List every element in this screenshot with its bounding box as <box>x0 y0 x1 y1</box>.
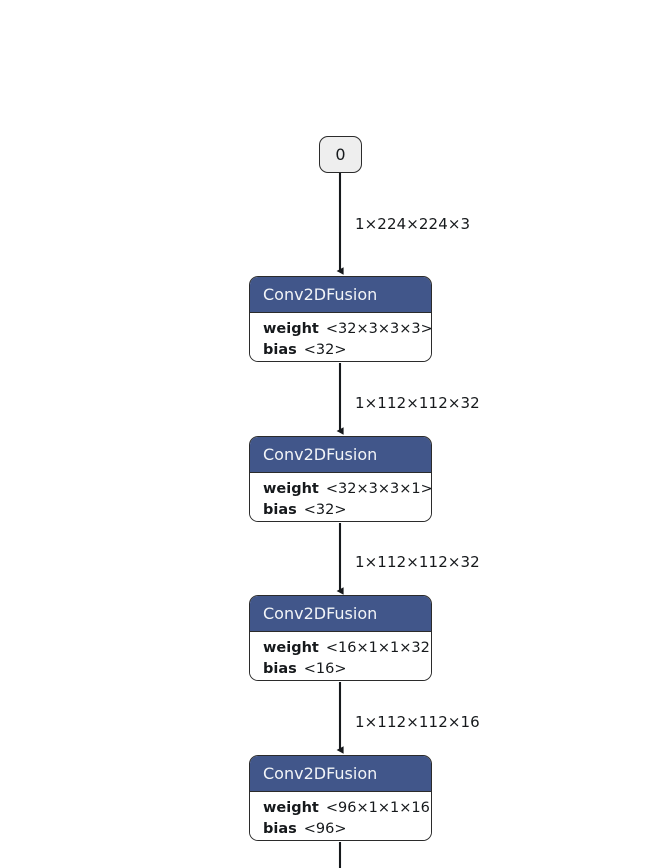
edge-label-4: 1×112×112×16 <box>355 713 480 731</box>
edge-label-3: 1×112×112×32 <box>355 553 480 571</box>
op-node-conv2dfusion-3[interactable]: Conv2DFusion weight <16×1×1×32> bias <16… <box>249 595 432 681</box>
attribute-name: bias <box>263 661 297 677</box>
attribute-name: bias <box>263 502 297 518</box>
op-node-title: Conv2DFusion <box>263 444 378 464</box>
op-node-body: weight <96×1×1×16> bias <96> <box>250 792 431 840</box>
attribute-row: bias <96> <box>263 819 419 840</box>
op-node-header: Conv2DFusion <box>250 437 431 473</box>
attribute-value: <32×3×3×3> <box>325 321 432 337</box>
op-node-conv2dfusion-4[interactable]: Conv2DFusion weight <96×1×1×16> bias <96… <box>249 755 432 841</box>
attribute-row: weight <96×1×1×16> <box>263 798 431 819</box>
op-node-conv2dfusion-1[interactable]: Conv2DFusion weight <32×3×3×3> bias <32> <box>249 276 432 362</box>
attribute-name: weight <box>263 321 319 337</box>
attribute-row: bias <32> <box>263 340 419 361</box>
attribute-name: weight <box>263 640 319 656</box>
op-node-title: Conv2DFusion <box>263 603 378 623</box>
attribute-name: weight <box>263 800 319 816</box>
attribute-name: bias <box>263 821 297 837</box>
attribute-value: <32> <box>303 342 347 358</box>
attribute-value: <96×1×1×16> <box>325 800 432 816</box>
op-node-body: weight <32×3×3×3> bias <32> <box>250 313 431 361</box>
attribute-value: <32×3×3×1> <box>325 481 432 497</box>
attribute-name: weight <box>263 481 319 497</box>
op-node-body: weight <32×3×3×1> bias <32> <box>250 473 431 521</box>
op-node-conv2dfusion-2[interactable]: Conv2DFusion weight <32×3×3×1> bias <32> <box>249 436 432 522</box>
op-node-header: Conv2DFusion <box>250 277 431 313</box>
op-node-header: Conv2DFusion <box>250 756 431 792</box>
attribute-row: weight <32×3×3×1> <box>263 479 431 500</box>
attribute-value: <32> <box>303 502 347 518</box>
attribute-name: bias <box>263 342 297 358</box>
attribute-row: bias <32> <box>263 500 419 521</box>
op-node-title: Conv2DFusion <box>263 763 378 783</box>
input-node-0[interactable]: 0 <box>319 136 362 173</box>
attribute-row: bias <16> <box>263 659 419 680</box>
attribute-value: <16> <box>303 661 347 677</box>
op-node-body: weight <16×1×1×32> bias <16> <box>250 632 431 680</box>
input-node-label: 0 <box>335 144 346 164</box>
attribute-row: weight <32×3×3×3> <box>263 319 431 340</box>
attribute-value: <16×1×1×32> <box>325 640 432 656</box>
attribute-value: <96> <box>303 821 347 837</box>
edge-label-2: 1×112×112×32 <box>355 394 480 412</box>
op-node-title: Conv2DFusion <box>263 284 378 304</box>
attribute-row: weight <16×1×1×32> <box>263 638 431 659</box>
op-node-header: Conv2DFusion <box>250 596 431 632</box>
edge-label-1: 1×224×224×3 <box>355 215 471 233</box>
